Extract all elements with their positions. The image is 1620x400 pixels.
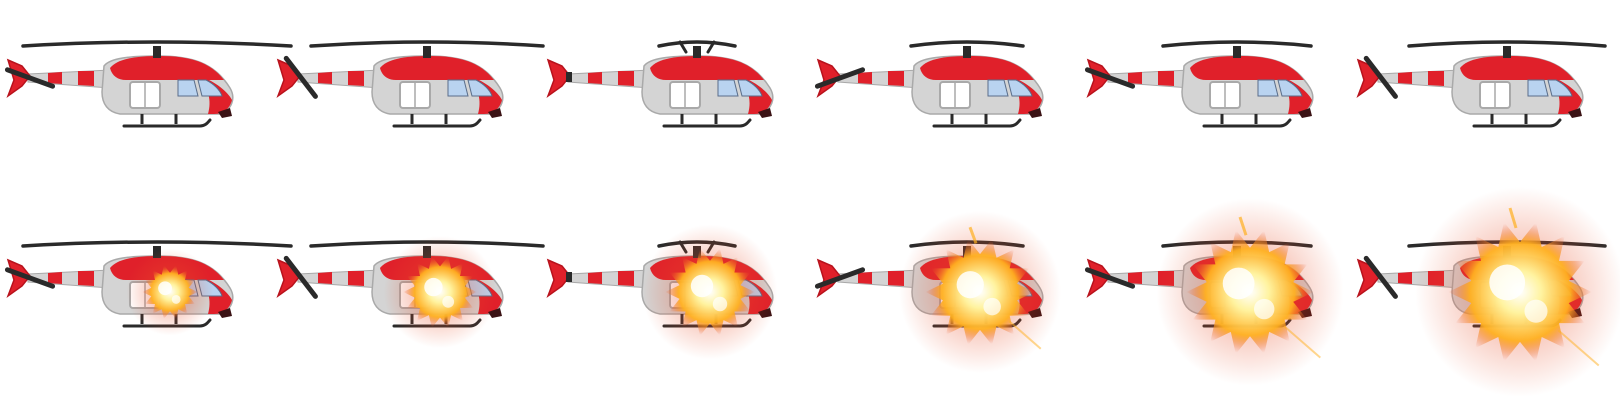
sprite-frame-exploding	[0, 200, 293, 400]
sprite-frame-exploding	[1080, 198, 1350, 400]
sprite-canvas	[814, 40, 1044, 128]
sprite-frame-flying	[810, 0, 1080, 200]
helicopter-icon	[1084, 40, 1314, 128]
explosion-icon	[1415, 187, 1620, 397]
sprite-frame-exploding	[270, 200, 545, 400]
tail-rotor	[4, 258, 56, 299]
sprite-canvas	[546, 40, 774, 128]
tail-rotor	[1084, 258, 1136, 299]
sprite-frame-flying	[0, 0, 293, 200]
tail-rotor	[814, 58, 866, 99]
main-rotor	[657, 40, 737, 48]
explosion-icon	[383, 235, 497, 349]
sprite-canvas	[814, 211, 1061, 373]
tail-rotor	[546, 58, 572, 99]
sprite-canvas	[1356, 40, 1607, 128]
sprite-frame-exploding	[540, 200, 810, 400]
tail-rotor	[1356, 255, 1398, 299]
sprite-frame-flying	[1350, 0, 1620, 200]
helicopter-icon	[276, 40, 545, 128]
helicopter-icon	[546, 40, 774, 128]
main-rotor	[1161, 40, 1313, 48]
explosion-icon	[899, 211, 1061, 373]
helicopter-icon	[4, 40, 293, 128]
sprite-frame-flying	[1080, 0, 1350, 200]
tail-rotor	[1084, 58, 1136, 99]
tail-rotor	[276, 55, 318, 99]
main-rotor	[309, 40, 545, 48]
sprite-frame-exploding	[810, 200, 1080, 400]
sprite-canvas	[1084, 198, 1344, 386]
tail-rotor	[276, 255, 318, 299]
main-rotor	[1407, 40, 1607, 48]
sprite-canvas	[1084, 40, 1314, 128]
explosion-icon	[1156, 198, 1344, 386]
main-rotor	[21, 240, 293, 248]
sprite-frame-flying	[270, 0, 545, 200]
sprite-canvas	[546, 224, 778, 360]
helicopter-icon	[814, 40, 1044, 128]
main-rotor	[909, 40, 1025, 48]
sprite-canvas	[4, 240, 293, 336]
sprite-frame-exploding	[1350, 187, 1620, 400]
explosion-icon	[642, 224, 778, 360]
sprite-canvas	[276, 40, 545, 128]
sprite-canvas	[4, 40, 293, 128]
explosion-icon	[126, 248, 214, 336]
helicopter-icon	[1356, 40, 1607, 128]
main-rotor	[21, 40, 293, 48]
tail-rotor	[814, 258, 866, 299]
tail-rotor	[4, 58, 56, 99]
tail-rotor	[546, 258, 572, 299]
sprite-frame-flying	[540, 0, 810, 200]
tail-rotor	[1356, 55, 1398, 99]
sprite-canvas	[1356, 187, 1620, 397]
sprite-canvas	[276, 235, 545, 349]
